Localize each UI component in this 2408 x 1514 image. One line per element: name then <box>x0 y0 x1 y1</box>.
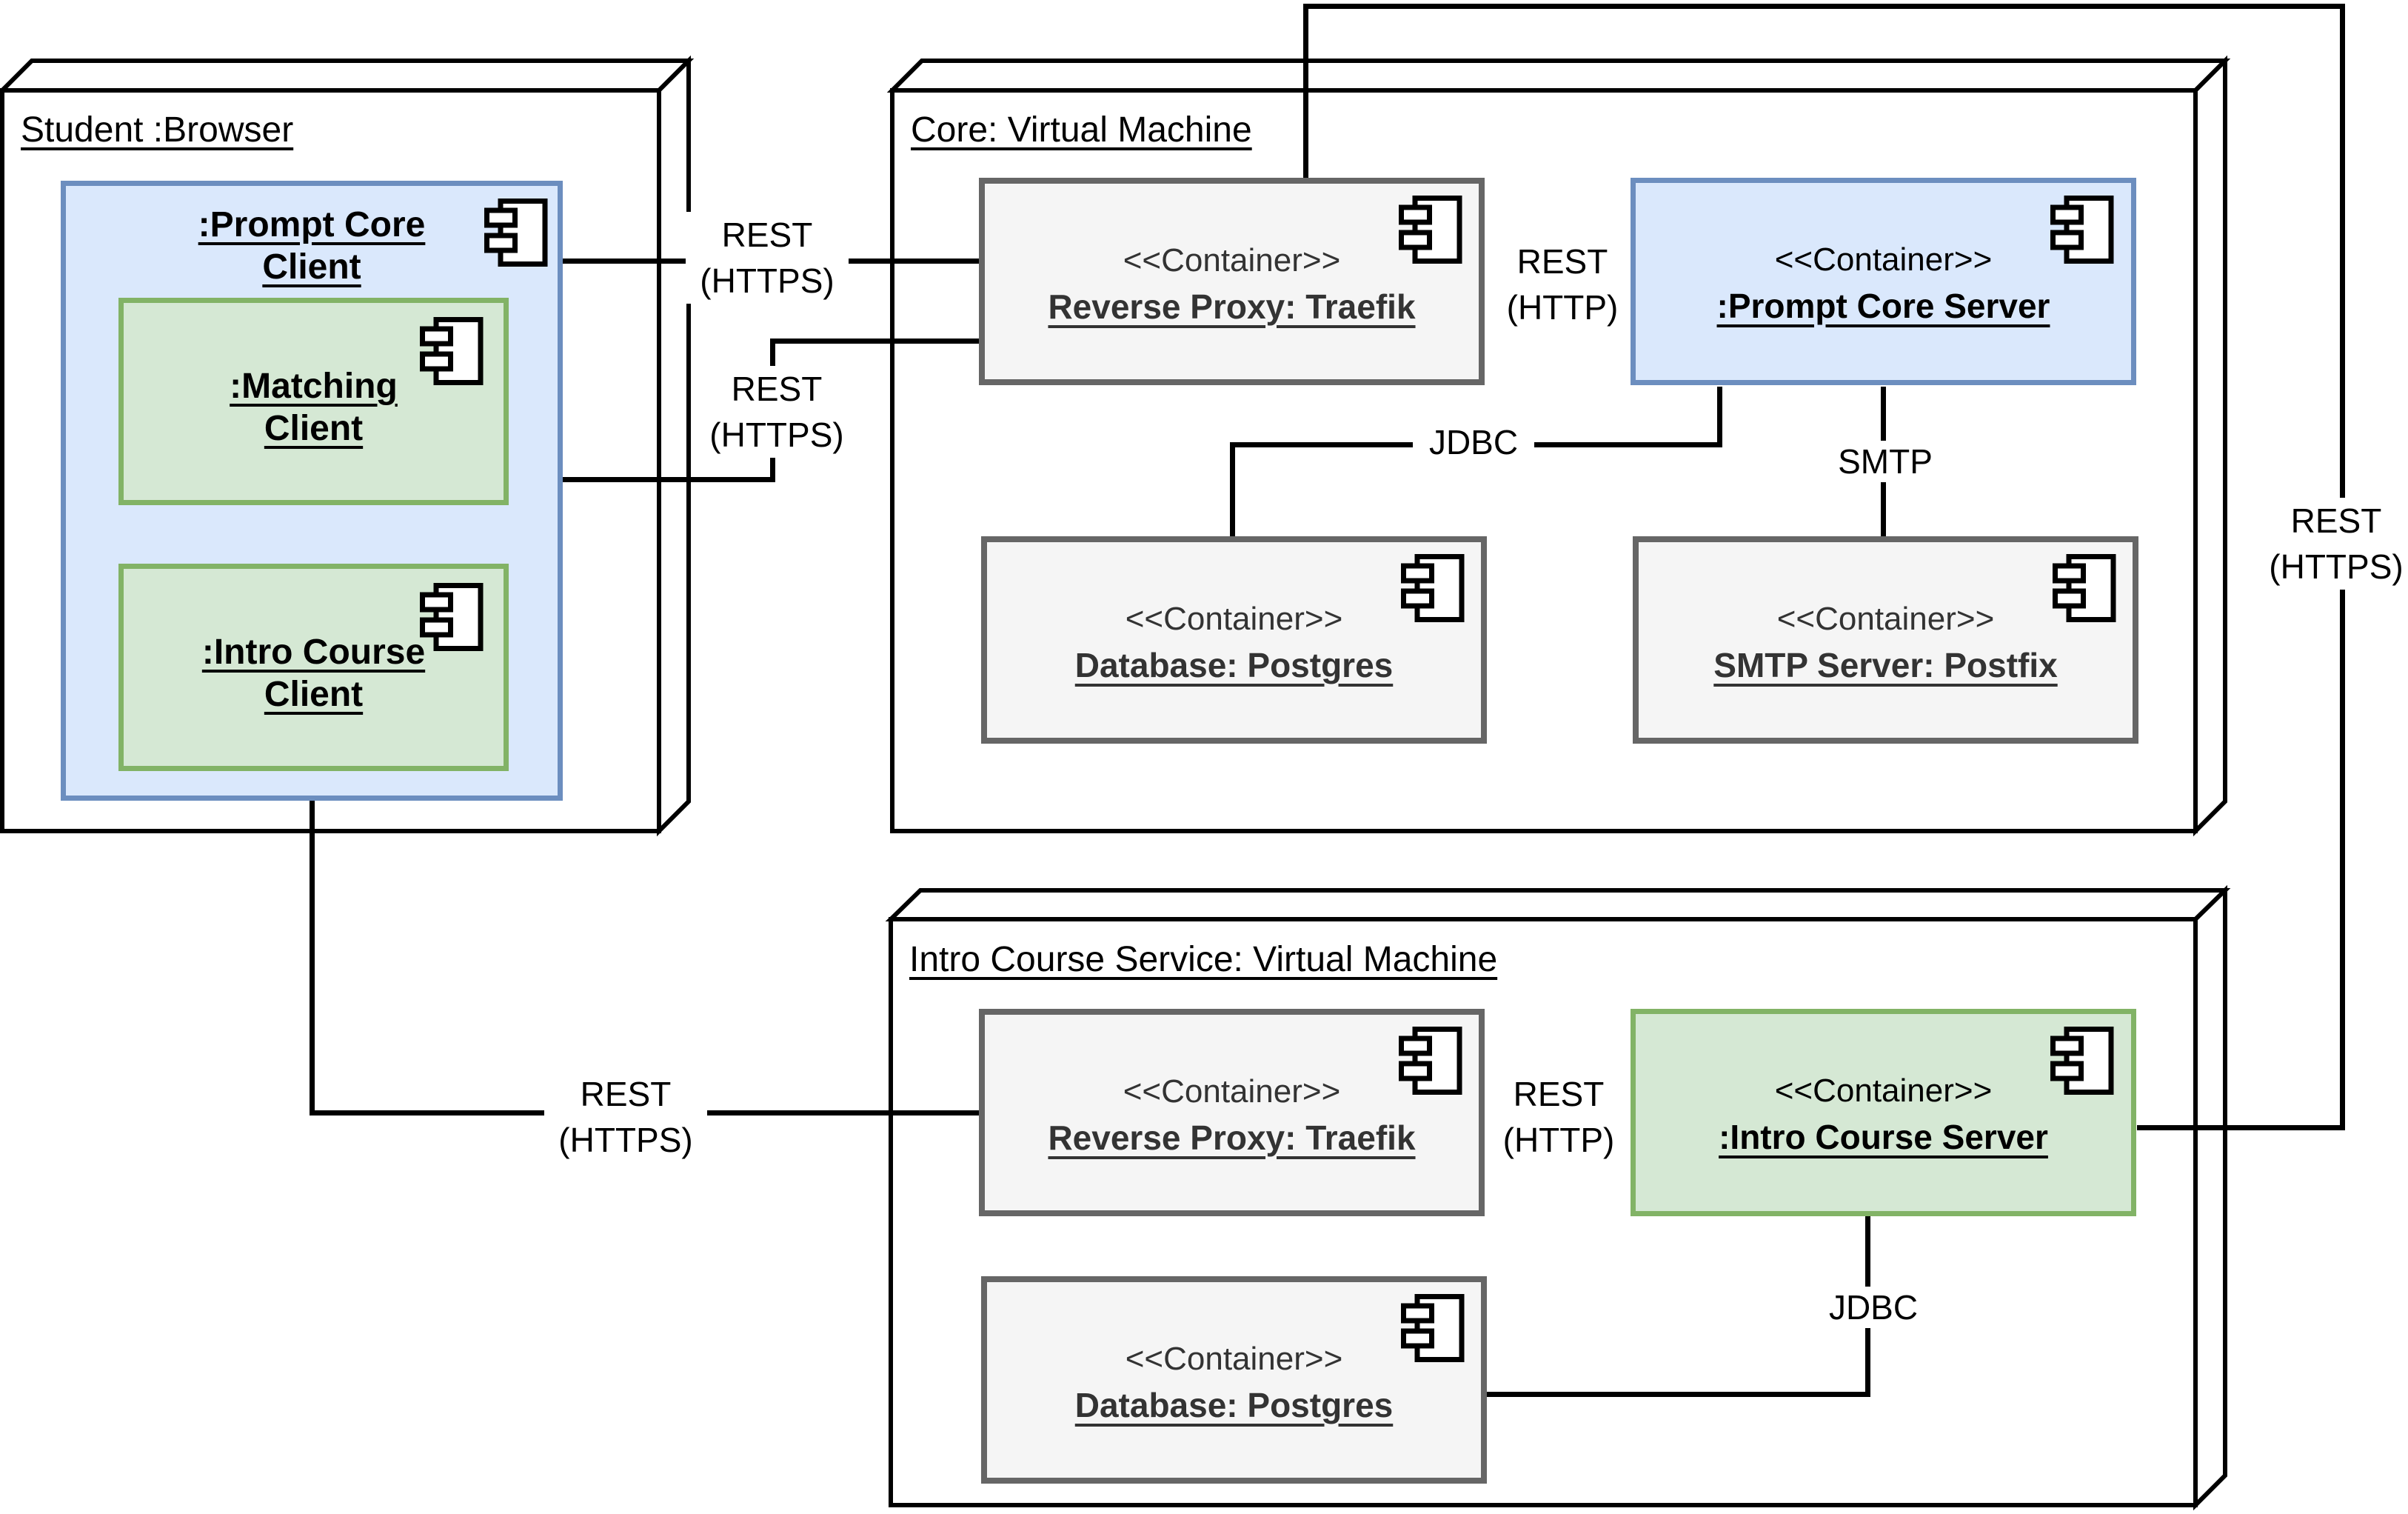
connector-label-rest-https-intro: REST (HTTPS) <box>544 1071 707 1163</box>
label-line: REST <box>721 216 813 254</box>
component-icon <box>2050 196 2114 264</box>
connector-label-rest-http-core: REST (HTTP) <box>1481 239 1644 330</box>
component-icon <box>1401 1294 1465 1362</box>
connector-label-jdbc-intro: JDBC <box>1813 1287 1934 1328</box>
container-core-database: <<Container>> Database: Postgres <box>981 536 1487 744</box>
label-line: REST <box>1516 242 1608 281</box>
container-name: SMTP Server: Postfix <box>1713 646 2058 684</box>
label-line: REST <box>2290 501 2382 540</box>
container-stereotype: <<Container>> <box>1125 1341 1343 1377</box>
container-intro-database: <<Container>> Database: Postgres <box>981 1276 1487 1484</box>
component-icon <box>420 317 484 385</box>
component-icon <box>1399 1027 1462 1095</box>
container-text: <<Container>> :Prompt Core Server <box>1636 239 2131 328</box>
container-text: <<Container>> Database: Postgres <box>987 1338 1481 1427</box>
container-name: Database: Postgres <box>1074 1386 1394 1424</box>
connector-label-rest-https-1: REST (HTTPS) <box>686 212 849 304</box>
connector-label-jdbc-core: JDBC <box>1413 421 1534 463</box>
container-stereotype: <<Container>> <box>1776 601 1995 637</box>
connector-matching-to-core-proxy-seg1 <box>509 477 775 482</box>
label-line: REST <box>1513 1075 1605 1113</box>
label-line: (HTTPS) <box>2269 547 2404 586</box>
container-name: Reverse Proxy: Traefik <box>1048 1118 1416 1157</box>
container-core-reverse-proxy: <<Container>> Reverse Proxy: Traefik <box>979 178 1485 385</box>
container-intro-course-server: <<Container>> :Intro Course Server <box>1631 1009 2136 1216</box>
container-text: <<Container>> Reverse Proxy: Traefik <box>985 1071 1479 1160</box>
container-name: :Intro Course Server <box>1719 1118 2048 1156</box>
container-stereotype: <<Container>> <box>1123 242 1341 279</box>
connector-intro-server-to-core-proxy-seg2 <box>1303 4 2345 9</box>
label-line: (HTTPS) <box>558 1121 693 1159</box>
node-label-student-browser: Student :Browser <box>21 110 294 150</box>
connector-intro-client-to-intro-proxy-seg1 <box>310 771 315 1116</box>
connector-core-jdbc-seg3 <box>1717 387 1722 447</box>
component-icon <box>1401 554 1465 622</box>
container-text: <<Container>> Reverse Proxy: Traefik <box>985 240 1479 329</box>
connector-label-rest-https-2: REST (HTTPS) <box>695 366 858 458</box>
connector-core-jdbc-seg2 <box>1230 442 1235 538</box>
component-icon <box>484 199 548 267</box>
node-label-core-vm: Core: Virtual Machine <box>911 110 1252 150</box>
container-stereotype: <<Container>> <box>1123 1073 1341 1110</box>
label-line: REST <box>580 1075 672 1113</box>
label-line: (HTTPS) <box>709 416 844 454</box>
container-text: <<Container>> Database: Postgres <box>987 598 1481 687</box>
container-stereotype: <<Container>> <box>1125 601 1343 637</box>
connector-label-smtp: SMTP <box>1825 441 1946 482</box>
connector-intro-server-to-core-proxy-seg4 <box>2137 1125 2345 1130</box>
component-icon <box>2050 1027 2114 1095</box>
container-name: Reverse Proxy: Traefik <box>1048 287 1416 326</box>
connector-label-rest-http-intro: REST (HTTP) <box>1477 1071 1640 1163</box>
connector-intro-server-to-core-proxy-seg1 <box>1303 6 1308 180</box>
container-stereotype: <<Container>> <box>1774 1073 1993 1109</box>
component-icon <box>2053 554 2116 622</box>
label-line: (HTTP) <box>1502 1121 1615 1159</box>
container-stereotype: <<Container>> <box>1774 241 1993 278</box>
component-icon <box>1399 196 1462 264</box>
label-line: (HTTPS) <box>700 261 835 300</box>
connector-label-rest-https-right: REST (HTTPS) <box>2264 498 2408 590</box>
container-text: <<Container>> :Intro Course Server <box>1636 1070 2131 1159</box>
container-smtp-server: <<Container>> SMTP Server: Postfix <box>1633 536 2138 744</box>
label-line: REST <box>731 370 823 408</box>
container-prompt-core-server: <<Container>> :Prompt Core Server <box>1631 178 2136 385</box>
container-name: Database: Postgres <box>1074 646 1394 684</box>
connector-intro-jdbc-seg2 <box>1487 1392 1870 1397</box>
container-name: :Prompt Core Server <box>1716 287 2050 325</box>
node-label-intro-vm: Intro Course Service: Virtual Machine <box>909 940 1498 979</box>
container-intro-reverse-proxy: <<Container>> Reverse Proxy: Traefik <box>979 1009 1485 1216</box>
component-icon <box>420 583 484 651</box>
connector-matching-to-core-proxy-seg3 <box>770 339 979 344</box>
label-line: (HTTP) <box>1506 288 1619 327</box>
container-text: <<Container>> SMTP Server: Postfix <box>1639 598 2133 687</box>
